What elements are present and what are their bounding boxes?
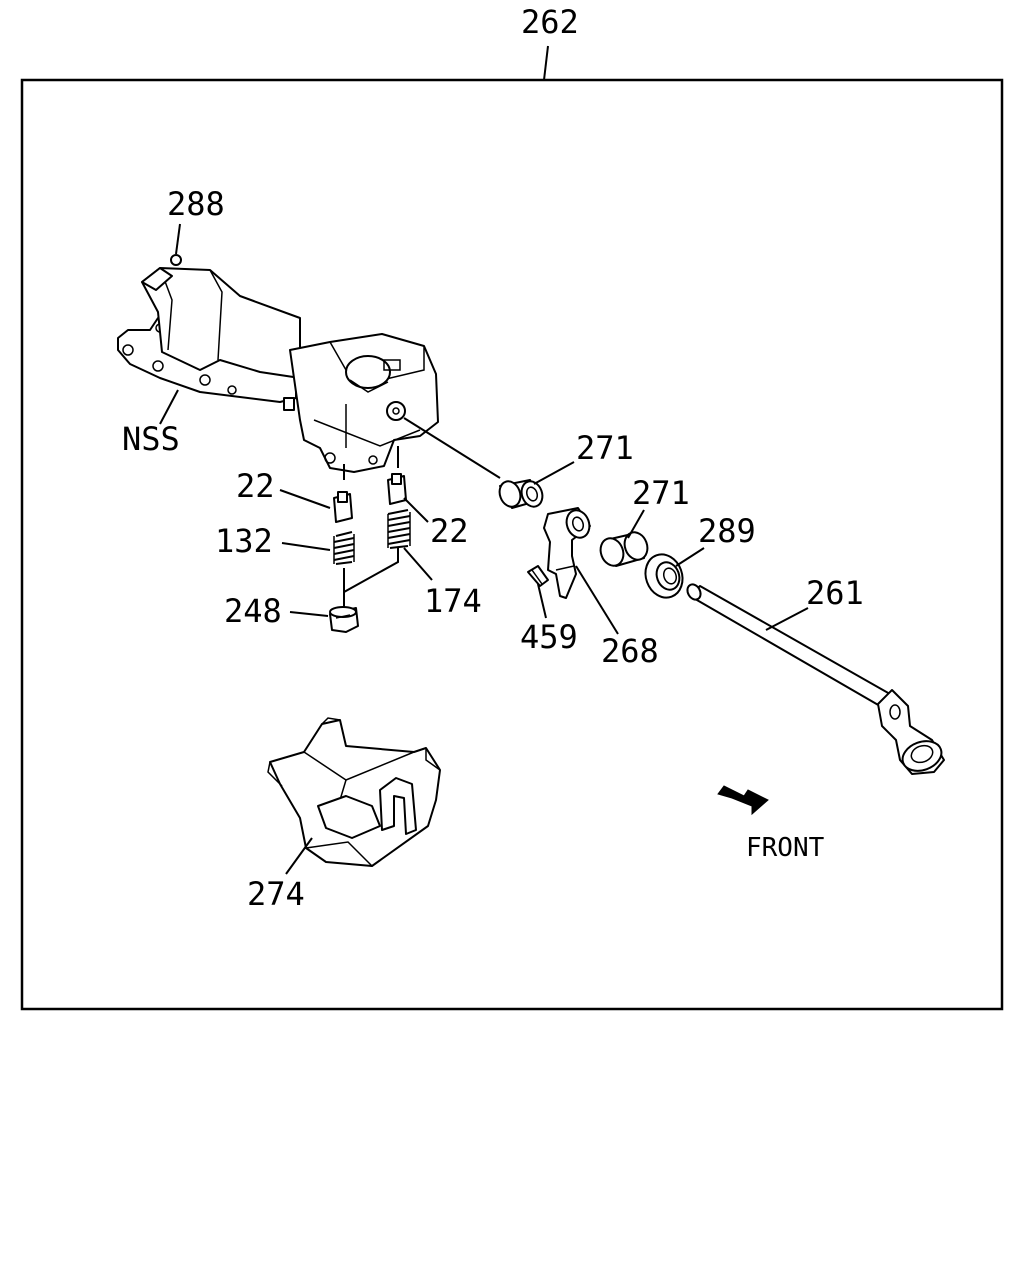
leader-22-left bbox=[279, 489, 331, 509]
leader-248 bbox=[289, 611, 329, 617]
detent-pin-left bbox=[333, 491, 353, 523]
callout-288: 288 bbox=[167, 185, 225, 223]
bushing-271-b bbox=[599, 531, 649, 567]
bushing-271-a bbox=[498, 479, 544, 509]
callout-248: 248 bbox=[224, 592, 282, 630]
pin-459 bbox=[527, 565, 549, 587]
leader-261 bbox=[765, 607, 809, 631]
bearing-289 bbox=[644, 553, 684, 599]
callout-289: 289 bbox=[698, 512, 756, 550]
callout-nss: NSS bbox=[122, 420, 180, 458]
callout-22-left: 22 bbox=[236, 467, 275, 505]
callout-174: 174 bbox=[424, 582, 482, 620]
spring-174 bbox=[387, 509, 411, 549]
assembly-callout: 262 bbox=[521, 3, 579, 41]
leader-289 bbox=[675, 547, 705, 567]
callout-459: 459 bbox=[520, 618, 578, 656]
spring-132 bbox=[333, 531, 355, 565]
front-arrow-icon bbox=[717, 785, 769, 816]
assembly-bracket bbox=[343, 548, 399, 594]
shift-lever-268 bbox=[543, 507, 591, 599]
shift-housing bbox=[117, 267, 439, 473]
callout-268: 268 bbox=[601, 632, 659, 670]
leader-459 bbox=[537, 583, 547, 619]
leader-174 bbox=[403, 547, 433, 581]
callout-22-right: 22 bbox=[430, 512, 469, 550]
assembly-leader bbox=[543, 45, 549, 81]
shaft-axis-line bbox=[403, 417, 501, 479]
leader-271-a bbox=[533, 461, 575, 485]
shift-rod-261 bbox=[686, 583, 945, 775]
leader-271-b bbox=[627, 509, 645, 539]
leader-nss bbox=[159, 389, 179, 425]
leader-22-right bbox=[403, 497, 429, 523]
callout-261: 261 bbox=[806, 574, 864, 612]
callout-271-a: 271 bbox=[576, 429, 634, 467]
leader-268 bbox=[575, 565, 619, 635]
callout-132: 132 bbox=[215, 522, 273, 560]
plug-288 bbox=[170, 254, 182, 266]
callout-271-b: 271 bbox=[632, 474, 690, 512]
cover-274 bbox=[267, 717, 441, 867]
plug-248 bbox=[329, 606, 359, 633]
leader-288 bbox=[175, 223, 181, 255]
callout-274: 274 bbox=[247, 875, 305, 913]
leader-274 bbox=[285, 837, 313, 875]
detent-pin-right bbox=[387, 473, 407, 505]
front-label: FRONT bbox=[746, 833, 825, 863]
leader-132 bbox=[281, 542, 331, 551]
assembly-frame bbox=[20, 78, 1004, 1011]
